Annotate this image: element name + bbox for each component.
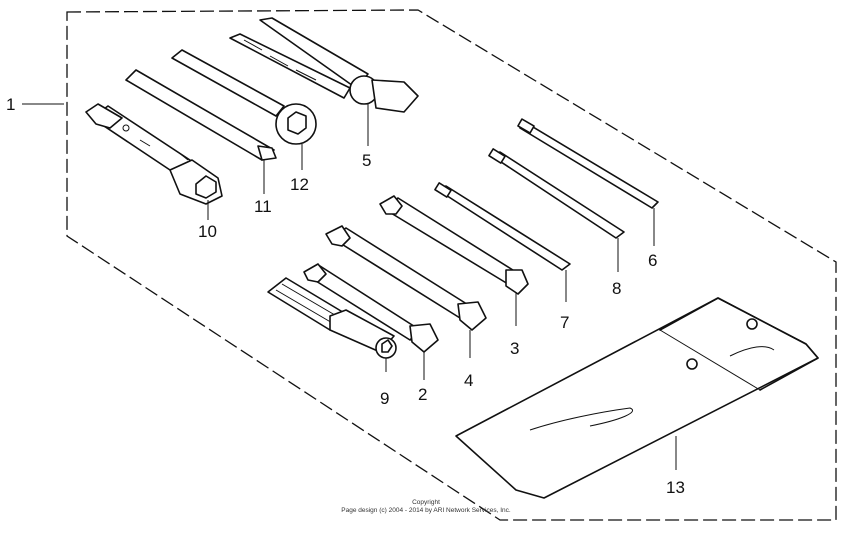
callout-11-label: 11 — [254, 197, 272, 216]
callout-7[interactable]: 7 — [560, 270, 569, 332]
callout-1-label: 1 — [6, 95, 15, 114]
callout-13-label: 13 — [666, 478, 685, 497]
tube-wrench[interactable] — [85, 103, 223, 205]
callout-13[interactable]: 13 — [666, 436, 685, 497]
callout-2[interactable]: 2 — [418, 352, 427, 404]
tommy-bar[interactable] — [125, 69, 277, 161]
callout-3[interactable]: 3 — [510, 292, 519, 358]
copyright-line-2: Page design (c) 2004 - 2014 by ARI Netwo… — [341, 507, 511, 514]
callout-12[interactable]: 12 — [290, 144, 309, 194]
callout-8[interactable]: 8 — [612, 238, 621, 298]
callout-9-label: 9 — [380, 389, 389, 408]
pliers[interactable] — [229, 17, 419, 113]
callout-9[interactable]: 9 — [380, 358, 389, 408]
open-end-wrench-3[interactable] — [379, 195, 529, 295]
callout-1[interactable]: 1 — [6, 95, 64, 114]
open-end-wrench-2[interactable] — [303, 263, 439, 353]
screwdriver-shaft-7[interactable] — [434, 182, 571, 271]
callout-6-label: 6 — [648, 251, 657, 270]
callout-7-label: 7 — [560, 313, 569, 332]
copyright-line-1: Copyright — [412, 499, 440, 506]
callout-4[interactable]: 4 — [464, 330, 473, 390]
tool-bag[interactable] — [455, 297, 819, 499]
callout-5[interactable]: 5 — [362, 104, 371, 170]
screwdriver-handle[interactable] — [267, 277, 397, 359]
callout-11[interactable]: 11 — [254, 160, 272, 216]
callout-6[interactable]: 6 — [648, 208, 657, 270]
screwdriver-shaft-8[interactable] — [488, 148, 625, 239]
callout-12-label: 12 — [290, 175, 309, 194]
callout-4-label: 4 — [464, 371, 473, 390]
copyright-notice: Copyright Page design (c) 2004 - 2014 by… — [341, 499, 511, 514]
callout-2-label: 2 — [418, 385, 427, 404]
callout-10[interactable]: 10 — [198, 200, 217, 241]
callout-10-label: 10 — [198, 222, 217, 241]
screwdriver-shaft-6[interactable] — [517, 118, 659, 209]
open-end-wrench-4[interactable] — [325, 225, 487, 331]
callout-3-label: 3 — [510, 339, 519, 358]
ring-spanner[interactable] — [171, 49, 317, 145]
callout-8-label: 8 — [612, 279, 621, 298]
callout-5-label: 5 — [362, 151, 371, 170]
kit-outline — [66, 9, 837, 521]
